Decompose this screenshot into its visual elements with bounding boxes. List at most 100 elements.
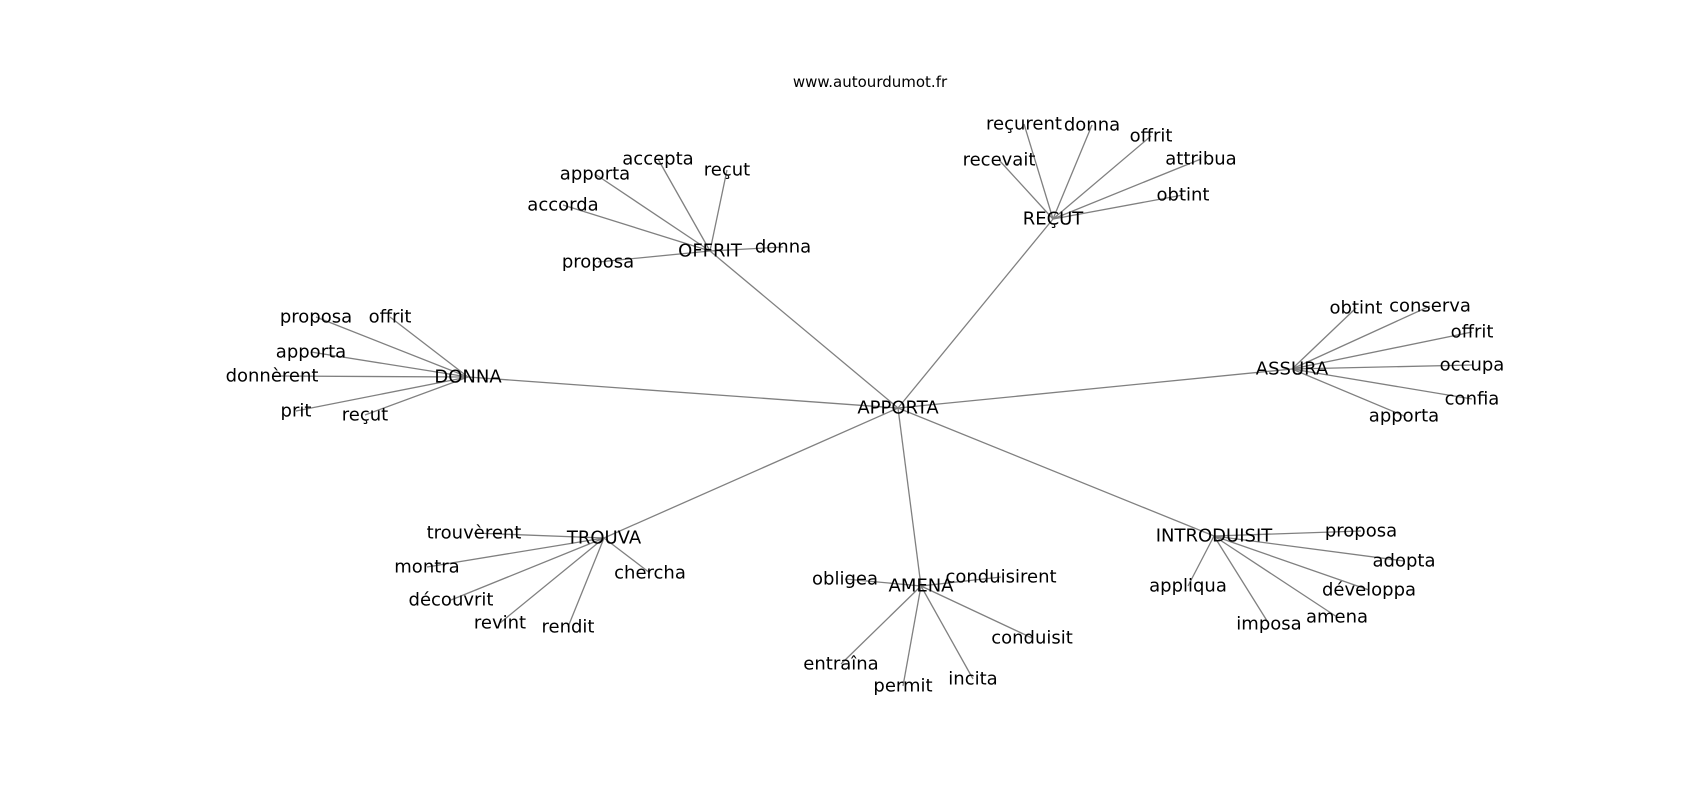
edge-amena-to-amena-incita <box>920 585 974 680</box>
edge-donna-to-donna-donnerent <box>271 375 469 378</box>
node-donna-recut: reçut <box>342 405 388 426</box>
edge-trouva-to-trouva-montra <box>426 537 605 568</box>
node-donna-apporta: apporta <box>276 342 346 363</box>
node-donna: DONNA <box>434 367 502 388</box>
edge-trouva-to-trouva-trouverent <box>473 532 605 539</box>
edge-recut-to-recut-offrit <box>1052 135 1152 220</box>
node-donna-prit: prit <box>281 401 312 422</box>
node-recut-offrit: offrit <box>1130 126 1173 147</box>
node-amena-entraina: entraîna <box>803 654 878 675</box>
graph-labels: APPORTA DONNA proposa offrit apporta donnèren… <box>226 114 1505 697</box>
edge-apporta-to-assura <box>897 368 1293 409</box>
edge-apporta-to-amena <box>897 407 922 587</box>
edge-offrit-to-offrit-accepta <box>657 158 711 252</box>
node-apporta: APPORTA <box>857 398 939 419</box>
edge-donna-to-donna-offrit <box>389 316 469 378</box>
node-trouva-trouverent: trouvèrent <box>427 523 522 544</box>
edge-trouva-to-trouva-revint <box>499 537 605 624</box>
edge-introduisit-to-introduisit-imposa <box>1213 535 1270 625</box>
edge-recut-to-recut-donna <box>1052 124 1093 220</box>
node-introduisit-imposa: imposa <box>1236 614 1301 635</box>
edge-trouva-to-trouva-chercha <box>603 537 651 574</box>
node-amena-permit: permit <box>873 676 932 697</box>
edge-offrit-to-offrit-recut <box>709 169 728 252</box>
edge-apporta-to-donna <box>467 376 899 409</box>
node-assura-occupa: occupa <box>1440 355 1505 376</box>
edge-apporta-to-trouva <box>603 407 899 539</box>
node-introduisit-adopta: adopta <box>1373 551 1436 572</box>
node-amena: AMENA <box>889 576 955 597</box>
node-offrit: OFFRIT <box>678 241 743 262</box>
node-recut: REÇUT <box>1023 209 1085 230</box>
node-offrit-donna: donna <box>755 237 811 258</box>
node-amena-conduisit: conduisit <box>991 628 1073 649</box>
node-donna-donnerent: donnèrent <box>226 366 319 387</box>
edge-apporta-to-recut <box>897 218 1054 409</box>
edge-donna-to-donna-proposa <box>315 316 469 378</box>
node-offrit-accorda: accorda <box>527 195 598 216</box>
edge-donna-to-donna-recut <box>364 376 469 416</box>
node-assura-obtint: obtint <box>1330 298 1383 319</box>
edge-introduisit-to-introduisit-adopta <box>1213 535 1405 562</box>
edge-recut-to-recut-recevait <box>998 159 1054 220</box>
edge-trouva-to-trouva-rendit <box>567 537 605 628</box>
node-recut-attribua: attribua <box>1165 149 1236 170</box>
edge-trouva-to-trouva-decouvrit <box>450 537 605 601</box>
edge-donna-to-donna-apporta <box>310 351 469 378</box>
edge-amena-to-amena-obligea <box>844 578 922 587</box>
edge-assura-to-assura-confia <box>1291 368 1473 400</box>
node-introduisit: INTRODUISIT <box>1156 526 1274 547</box>
edge-amena-to-amena-entraina <box>840 585 922 665</box>
edge-recut-to-recut-recurent <box>1023 123 1054 220</box>
node-trouva-revint: revint <box>474 613 526 634</box>
node-offrit-recut: reçut <box>704 160 750 181</box>
node-amena-conduisirent: conduisirent <box>945 567 1056 588</box>
node-introduisit-amena: amena <box>1306 607 1368 628</box>
edge-offrit-to-offrit-accorda <box>562 204 711 252</box>
node-assura-offrit: offrit <box>1451 322 1494 343</box>
node-trouva-chercha: chercha <box>614 563 686 584</box>
edge-offrit-to-offrit-apporta <box>594 173 711 252</box>
edge-donna-to-donna-prit <box>295 376 469 412</box>
node-offrit-accepta: accepta <box>622 149 693 170</box>
edge-assura-to-assura-obtint <box>1291 307 1357 370</box>
edge-introduisit-to-introduisit-proposa <box>1213 530 1362 537</box>
node-amena-obligea: obligea <box>812 569 878 590</box>
node-introduisit-proposa: proposa <box>1325 521 1397 542</box>
edge-amena-to-amena-conduisirent <box>920 576 1002 587</box>
edge-introduisit-to-introduisit-developpa <box>1213 535 1370 591</box>
node-introduisit-appliqua: appliqua <box>1149 576 1227 597</box>
node-offrit-proposa: proposa <box>562 252 634 273</box>
website-label: www.autourdumot.fr <box>792 73 948 91</box>
node-donna-offrit: offrit <box>369 307 412 328</box>
edge-assura-to-assura-conserva <box>1291 305 1431 370</box>
node-assura-confia: confia <box>1445 389 1500 410</box>
edge-introduisit-to-introduisit-appliqua <box>1187 535 1215 587</box>
node-recut-recevait: recevait <box>963 150 1036 171</box>
node-assura: ASSURA <box>1256 359 1329 380</box>
node-trouva-montra: montra <box>394 557 459 578</box>
edge-assura-to-assura-offrit <box>1291 331 1473 370</box>
node-assura-apporta: apporta <box>1369 406 1439 427</box>
node-assura-conserva: conserva <box>1389 296 1471 317</box>
node-recut-obtint: obtint <box>1157 185 1210 206</box>
node-donna-proposa: proposa <box>280 307 352 328</box>
edge-amena-to-amena-permit <box>902 585 922 687</box>
node-introduisit-developpa: développa <box>1322 580 1416 601</box>
node-trouva: TROUVA <box>566 528 642 549</box>
edge-apporta-to-offrit <box>709 250 899 409</box>
edge-assura-to-assura-apporta <box>1291 368 1405 417</box>
node-amena-incita: incita <box>948 669 997 690</box>
node-trouva-decouvrit: découvrit <box>409 590 494 611</box>
node-offrit-apporta: apporta <box>560 164 630 185</box>
node-trouva-rendit: rendit <box>542 617 595 638</box>
edge-introduisit-to-introduisit-amena <box>1213 535 1338 618</box>
edge-assura-to-assura-occupa <box>1291 364 1473 370</box>
edge-recut-to-recut-attribua <box>1052 158 1202 220</box>
edge-offrit-to-offrit-proposa <box>597 250 711 263</box>
node-recut-recurent: reçurent <box>986 114 1062 135</box>
edge-amena-to-amena-conduisit <box>920 585 1033 639</box>
edge-recut-to-recut-obtint <box>1052 194 1184 220</box>
graph-edges <box>271 123 1473 687</box>
